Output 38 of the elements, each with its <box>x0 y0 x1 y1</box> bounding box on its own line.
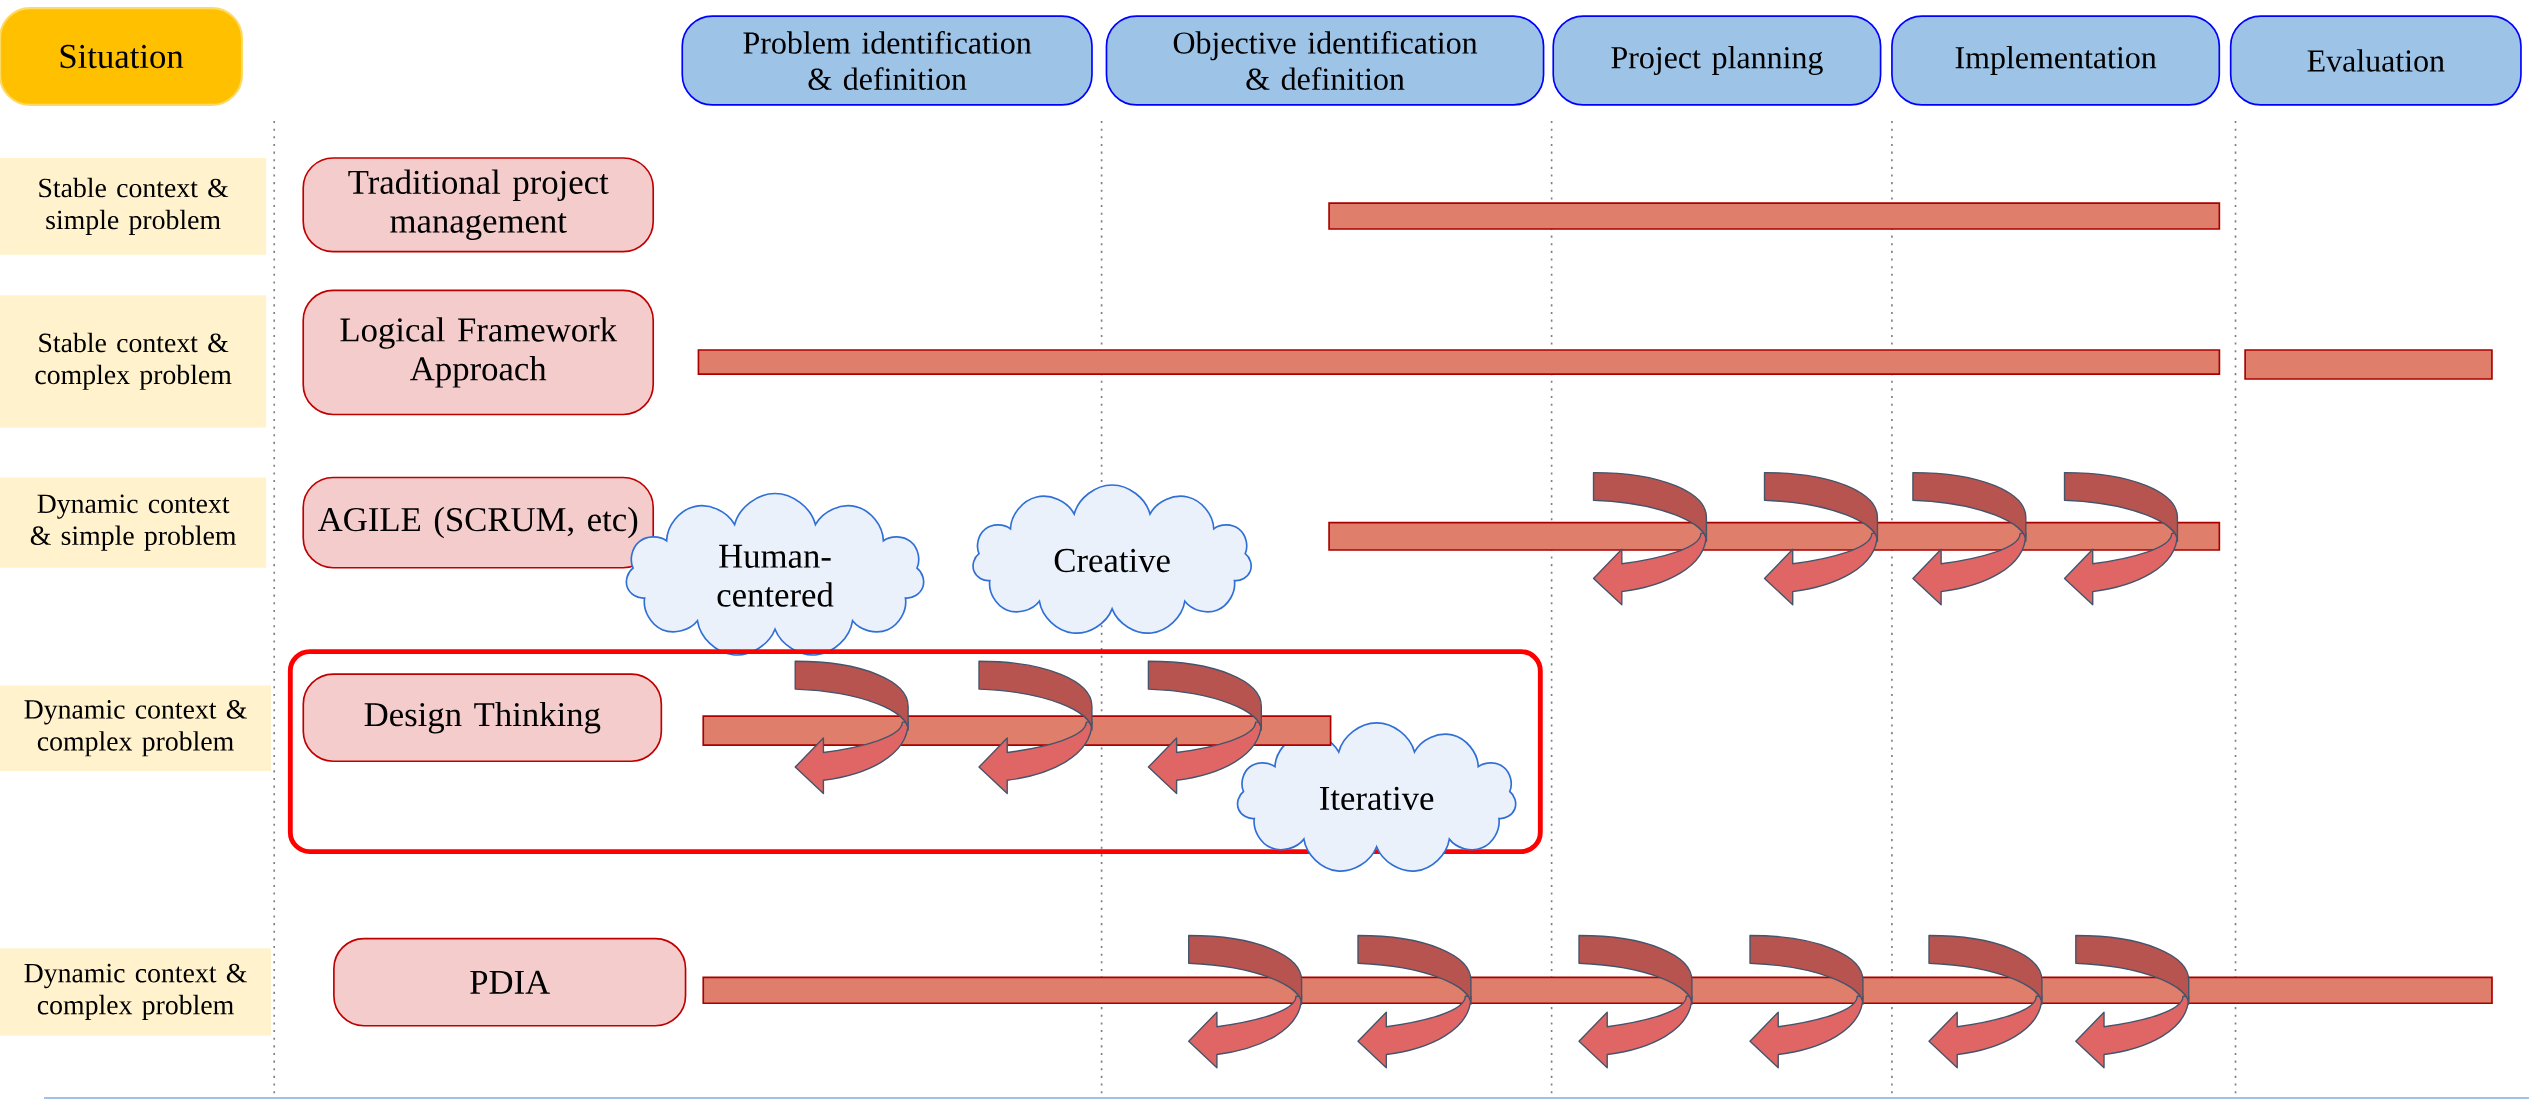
method-pill: AGILE (SCRUM, etc) <box>302 476 655 569</box>
iteration-loop-icon <box>2075 934 2190 1069</box>
method-pill: Traditional project management <box>302 157 655 253</box>
row-label: Dynamic context & complex problem <box>0 948 271 1036</box>
cloud-callout: Iterative <box>1236 722 1517 872</box>
gantt-bar <box>697 349 2221 375</box>
cloud-callout: Creative <box>972 484 1252 634</box>
iteration-loop-icon <box>1749 934 1864 1069</box>
row-label: Stable context & simple problem <box>0 158 267 255</box>
method-pill: Logical Framework Approach <box>302 289 655 416</box>
gantt-bar <box>702 976 2493 1005</box>
method-pill: PDIA <box>333 937 687 1027</box>
row-label: Stable context & complex problem <box>0 295 267 428</box>
iteration-loop-icon <box>794 660 909 795</box>
gantt-bar <box>1328 202 2221 230</box>
highlight-frame <box>287 649 1543 855</box>
gantt-bar <box>2244 349 2493 380</box>
phase-header: Evaluation <box>2229 15 2522 106</box>
phase-header: Objective identification & definition <box>1105 15 1545 106</box>
iteration-loop-icon <box>2063 471 2179 606</box>
row-label: Dynamic context & simple problem <box>0 477 267 568</box>
iteration-loop-icon <box>1147 660 1262 795</box>
iteration-loop-icon <box>1357 934 1472 1069</box>
iteration-loop-icon <box>1592 471 1708 606</box>
iteration-loop-icon <box>1912 471 2027 606</box>
iteration-loop-icon <box>1578 934 1693 1069</box>
phase-header: Implementation <box>1891 15 2221 106</box>
gantt-bar <box>702 715 1332 746</box>
iteration-loop-icon <box>1928 934 2043 1069</box>
iteration-loop-icon <box>1763 471 1879 606</box>
iteration-loop-icon <box>978 660 1093 795</box>
gantt-bar <box>1328 521 2221 551</box>
iteration-loop-icon <box>1188 934 1303 1069</box>
situation-pill: Situation <box>0 7 244 106</box>
phase-header: Project planning <box>1552 15 1882 106</box>
method-pill: Design Thinking <box>302 673 663 763</box>
phase-header: Problem identification & definition <box>681 15 1093 106</box>
row-label: Dynamic context & complex problem <box>0 685 271 771</box>
